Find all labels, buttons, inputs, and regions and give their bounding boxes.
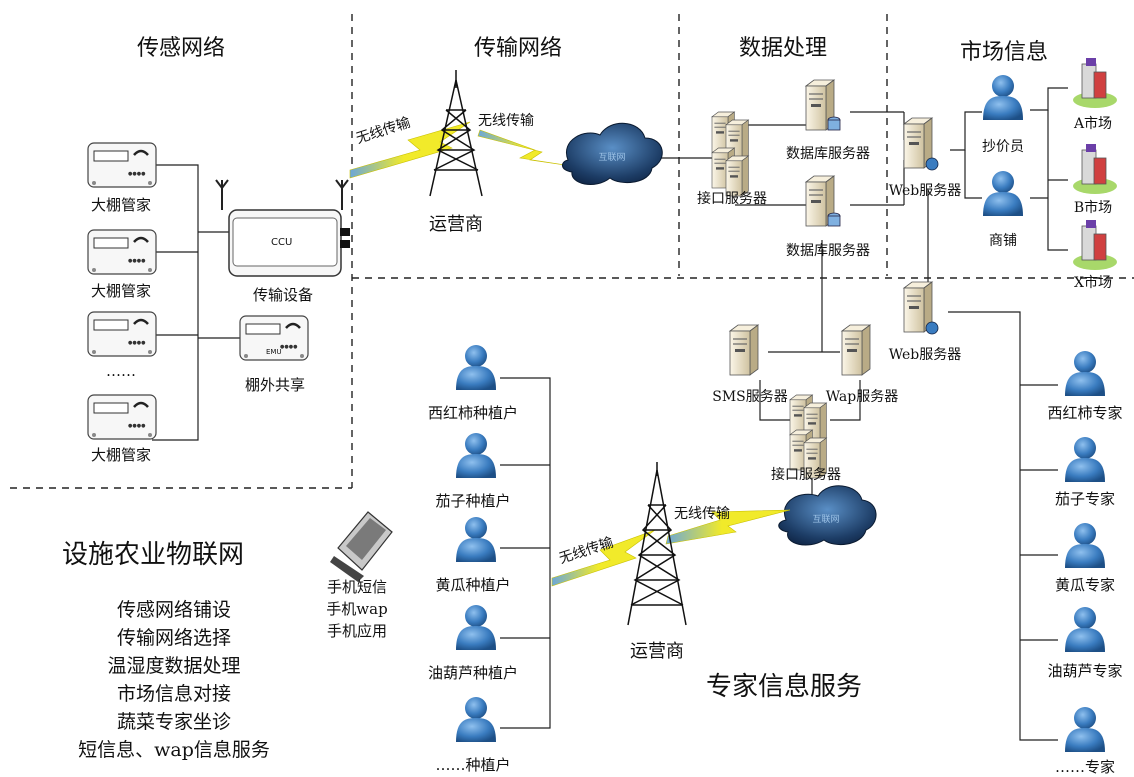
expert-icon-5 bbox=[1065, 707, 1105, 752]
grower-label-1: 西红柿种植户 bbox=[427, 404, 519, 422]
grower-icon-2 bbox=[456, 433, 496, 478]
top-operator-label: 运营商 bbox=[429, 214, 483, 235]
db-server-1 bbox=[805, 79, 841, 131]
feature-2: 传输网络选择 bbox=[116, 627, 232, 649]
shop-person bbox=[983, 171, 1023, 216]
connection-lines bbox=[152, 87, 1068, 741]
expert-icon-3 bbox=[1065, 523, 1105, 568]
db-server-1-label: 数据库服务器 bbox=[786, 146, 870, 162]
phone-wap-label: 手机wap bbox=[326, 600, 388, 618]
expert-label-4: 油葫芦专家 bbox=[1047, 662, 1123, 680]
bottom-cloud-text: 互联网 bbox=[812, 515, 840, 525]
market-a-building bbox=[1073, 58, 1117, 108]
market-x-label: X市场 bbox=[1074, 275, 1112, 291]
section-transport-title: 传输网络 bbox=[473, 36, 563, 61]
phone-sms-label: 手机短信 bbox=[326, 578, 388, 596]
feature-5: 蔬菜专家坐诊 bbox=[116, 711, 232, 733]
grower-icon-4 bbox=[456, 605, 496, 650]
sms-server-label: SMS服务器 bbox=[712, 389, 788, 405]
bottom-cell-tower bbox=[627, 462, 687, 626]
ccu-transport-device bbox=[215, 179, 350, 277]
db-server-2 bbox=[805, 175, 841, 227]
sensor-device-4 bbox=[86, 393, 158, 441]
web-server-1 bbox=[903, 117, 939, 171]
sms-server bbox=[729, 324, 759, 376]
section-boundaries bbox=[10, 14, 1134, 489]
device-label-2: 大棚管家 bbox=[90, 282, 152, 300]
top-lightning-bolt bbox=[349, 121, 586, 179]
web-server-2-label: Web服务器 bbox=[888, 347, 962, 363]
feature-3: 温湿度数据处理 bbox=[107, 655, 241, 677]
collector-label: 抄价员 bbox=[982, 139, 1024, 155]
wap-server-label: Wap服务器 bbox=[825, 389, 899, 405]
expert-label-1: 西红柿专家 bbox=[1047, 404, 1123, 422]
market-b-building bbox=[1073, 144, 1117, 194]
sensor-device-2 bbox=[86, 228, 158, 276]
db-server-2-label: 数据库服务器 bbox=[786, 243, 870, 259]
expert-label-3: 黄瓜专家 bbox=[1054, 576, 1116, 594]
bottom-internet-cloud bbox=[778, 485, 877, 546]
grower-icon-3 bbox=[456, 517, 496, 562]
main-title: 设施农业物联网 bbox=[62, 540, 245, 570]
web-server-1-label: Web服务器 bbox=[888, 183, 962, 199]
grower-label-3: 黄瓜种植户 bbox=[435, 576, 511, 594]
market-b-label: B市场 bbox=[1073, 200, 1113, 216]
top-wireless-label-2: 无线传输 bbox=[478, 113, 534, 129]
expert-label-2: 茄子专家 bbox=[1054, 490, 1116, 508]
expert-service-title: 专家信息服务 bbox=[706, 672, 863, 702]
bottom-wireless-label-2: 无线传输 bbox=[674, 506, 730, 522]
sensor-device-1 bbox=[86, 141, 158, 189]
market-x-building bbox=[1073, 220, 1117, 270]
grower-icon-5 bbox=[456, 697, 496, 742]
feature-1: 传感网络铺设 bbox=[116, 599, 232, 621]
grower-label-2: 茄子种植户 bbox=[435, 492, 511, 510]
phone-app-label: 手机应用 bbox=[326, 622, 388, 640]
interface-server-1 bbox=[711, 111, 749, 197]
mobile-phone-icon bbox=[330, 511, 393, 582]
grower-icon-1 bbox=[456, 345, 496, 390]
shop-label: 商铺 bbox=[989, 233, 1017, 249]
expert-icon-2 bbox=[1065, 437, 1105, 482]
section-sensing-title: 传感网络 bbox=[136, 36, 226, 61]
section-processing-title: 数据处理 bbox=[738, 36, 828, 61]
emu-text: EMU bbox=[266, 348, 282, 356]
outdoor-share-label: 棚外共享 bbox=[244, 376, 306, 394]
section-market-title: 市场信息 bbox=[959, 40, 1049, 65]
ccu-text: CCU bbox=[271, 237, 293, 248]
bottom-operator-label: 运营商 bbox=[630, 641, 684, 662]
feature-6: 短信息、wap信息服务 bbox=[78, 739, 270, 761]
bottom-lightning-bolt bbox=[551, 509, 791, 587]
web-server-2 bbox=[903, 281, 939, 335]
feature-4: 市场信息对接 bbox=[116, 683, 232, 705]
expert-icon-1 bbox=[1065, 351, 1105, 396]
transport-device-label: 传输设备 bbox=[252, 286, 314, 304]
device-label-3: 大棚管家 bbox=[90, 446, 152, 464]
wap-server bbox=[841, 324, 871, 376]
device-label-1: 大棚管家 bbox=[90, 196, 152, 214]
interface-server-1-label: 接口服务器 bbox=[697, 191, 767, 207]
grower-label-4: 油葫芦种植户 bbox=[427, 664, 519, 682]
expert-label-5: ……专家 bbox=[1054, 758, 1116, 776]
grower-label-5: ……种植户 bbox=[435, 756, 511, 774]
interface-server-2-label: 接口服务器 bbox=[771, 467, 841, 483]
collector-person bbox=[983, 75, 1023, 120]
expert-icon-4 bbox=[1065, 607, 1105, 652]
device-label-more: …… bbox=[106, 362, 136, 380]
market-a-label: A市场 bbox=[1073, 116, 1113, 132]
sensor-device-3 bbox=[86, 310, 158, 358]
top-cell-tower bbox=[429, 70, 483, 197]
top-cloud-text: 互联网 bbox=[598, 153, 626, 163]
top-internet-cloud bbox=[562, 122, 663, 186]
